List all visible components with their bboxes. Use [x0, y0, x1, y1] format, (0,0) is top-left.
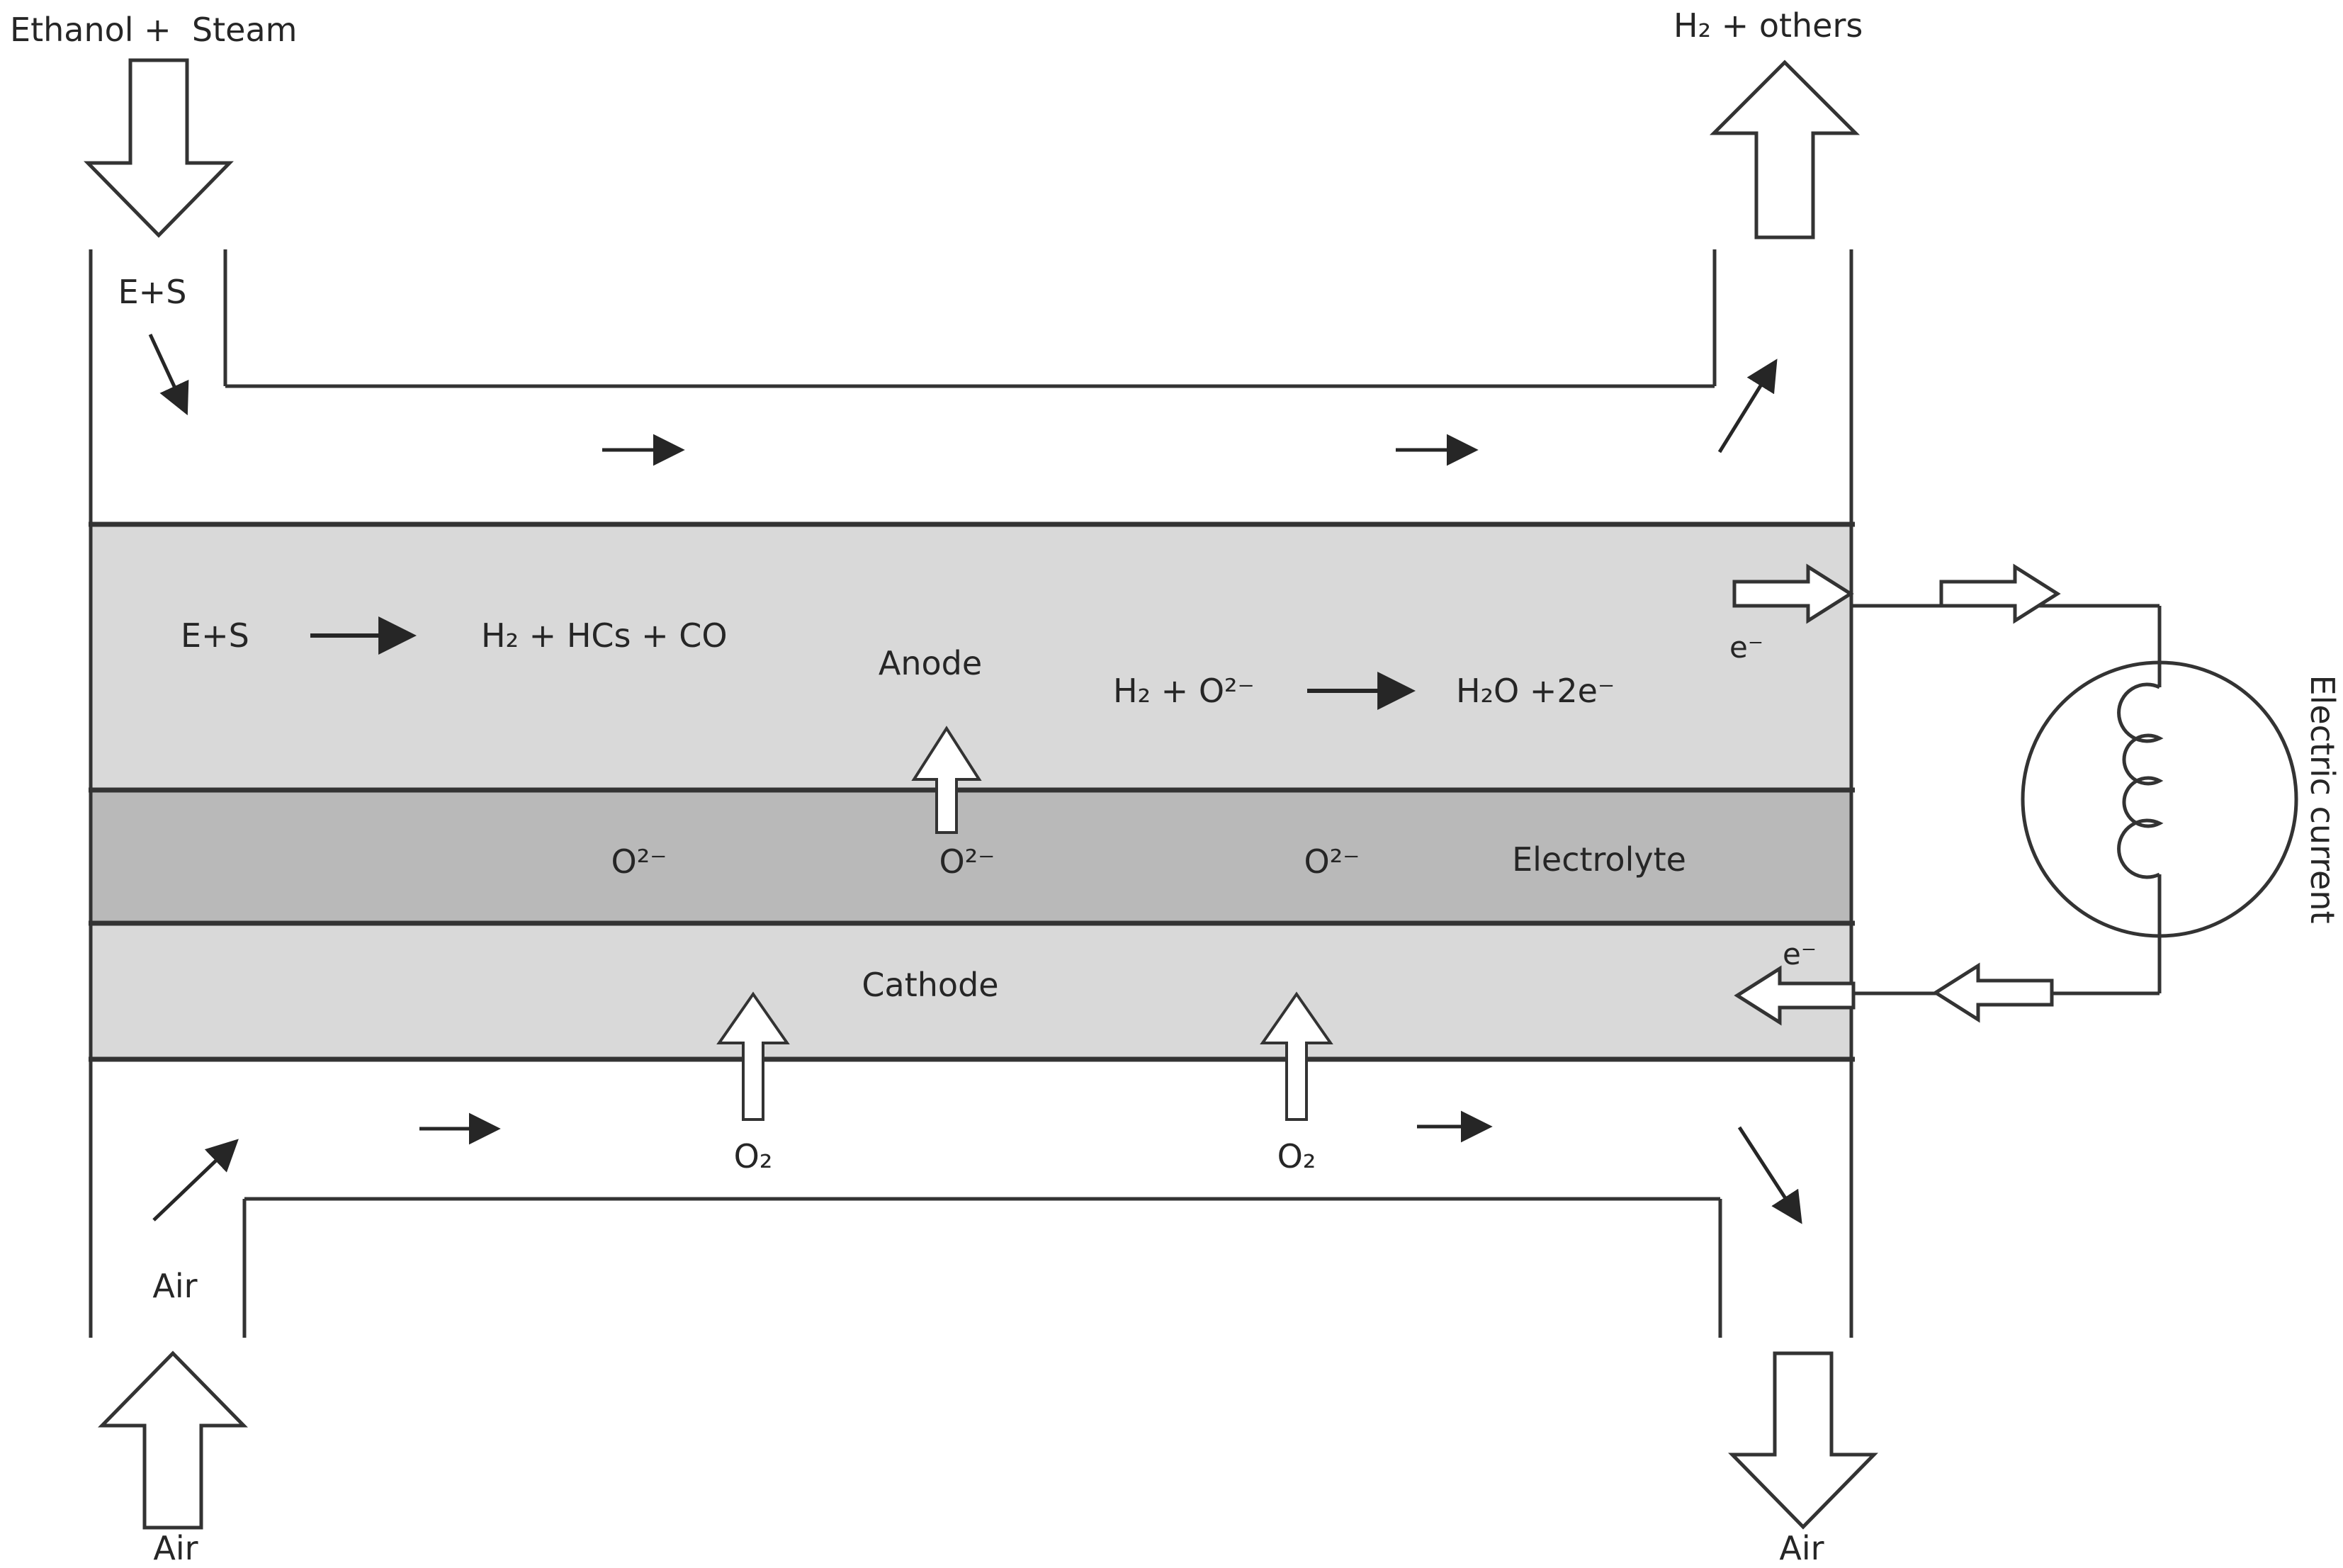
fuel-down-diagonal-arrow-icon — [148, 333, 189, 416]
cathode-label: Cathode — [862, 966, 998, 1004]
load-circle-icon — [2021, 660, 2298, 938]
air-exit-diagonal-arrow-icon — [1737, 1126, 1802, 1224]
oxide-ion-label-3: O²⁻ — [1304, 842, 1360, 881]
reforming-lhs-label: E+S — [181, 616, 249, 655]
electron-wire-bottom-arrow-icon — [1932, 962, 2054, 1023]
electron-out-of-anode-arrow-icon — [1732, 563, 1854, 624]
oxygen-label-2: O₂ — [1277, 1137, 1316, 1175]
electron-label-bottom: e⁻ — [1783, 937, 1817, 971]
hydrogen-outlet-arrow-icon — [1709, 60, 1861, 239]
oxide-ion-label-2: O²⁻ — [939, 842, 995, 881]
coil-icon — [2117, 682, 2164, 879]
fuel-short-channel-label: E+S — [118, 273, 187, 311]
air-channel-label: Air — [152, 1267, 197, 1305]
cathode-layer — [91, 923, 1853, 1059]
oxygen-into-cathode-arrow-left-icon — [716, 991, 790, 1121]
electron-wire-top-arrow-icon — [1939, 563, 2061, 624]
air-outlet-arrow-icon — [1728, 1351, 1878, 1530]
electric-current-label: Electric current — [2303, 675, 2342, 923]
air-inlet-arrow-icon — [98, 1350, 248, 1530]
air-up-diagonal-arrow-icon — [152, 1139, 239, 1222]
inlet-top-label: Ethanol + Steam — [10, 11, 297, 49]
oxygen-label-1: O₂ — [734, 1137, 773, 1175]
air-inlet-label: Air — [153, 1529, 198, 1567]
oxide-ion-to-anode-arrow-icon — [911, 726, 982, 834]
anode-reaction-rhs-label: H₂O +2e⁻ — [1456, 672, 1615, 710]
electrolyte-label: Electrolyte — [1512, 840, 1686, 879]
outlet-top-label: H₂ + others — [1673, 6, 1863, 45]
electrolyte-layer — [91, 790, 1853, 923]
electron-label-top: e⁻ — [1729, 630, 1763, 665]
oxygen-into-cathode-arrow-right-icon — [1260, 991, 1333, 1121]
oxide-ion-label-1: O²⁻ — [611, 842, 667, 881]
air-outlet-label: Air — [1779, 1529, 1824, 1567]
anode-reaction-lhs-label: H₂ + O²⁻ — [1113, 672, 1255, 710]
anode-label: Anode — [879, 644, 982, 682]
reforming-rhs-label: H₂ + HCs + CO — [481, 616, 728, 655]
electron-into-cathode-arrow-icon — [1734, 965, 1856, 1026]
ethanol-steam-inlet-arrow-icon — [84, 58, 234, 238]
fuel-exit-diagonal-arrow-icon — [1717, 359, 1778, 453]
anode-layer — [91, 524, 1853, 790]
